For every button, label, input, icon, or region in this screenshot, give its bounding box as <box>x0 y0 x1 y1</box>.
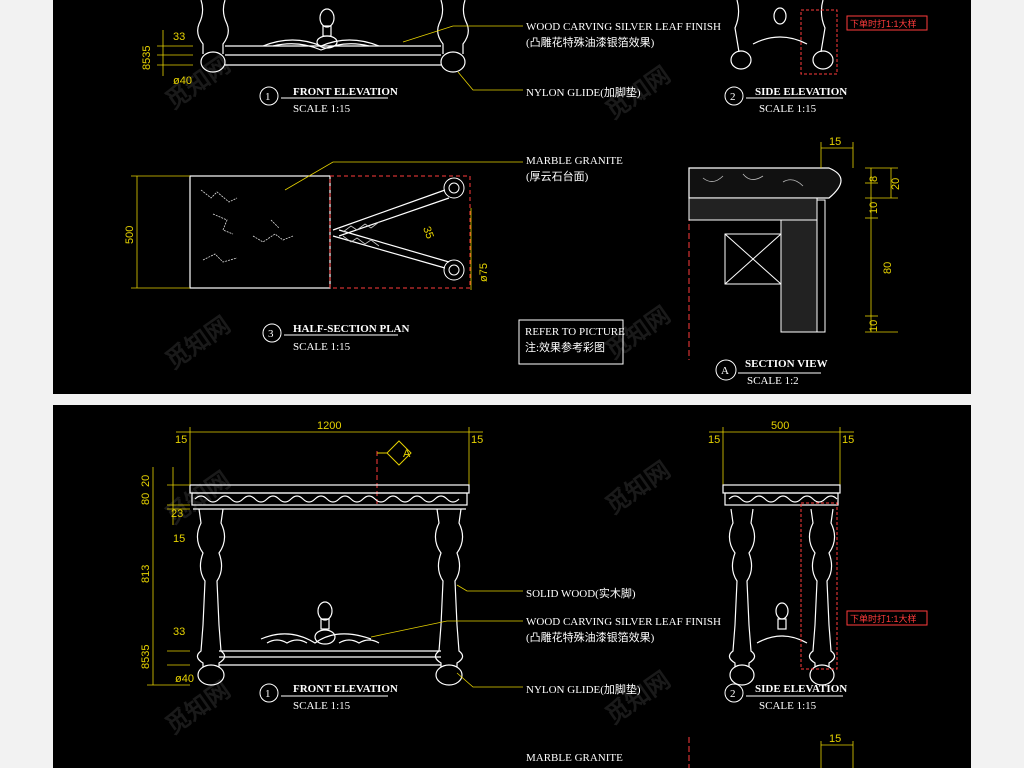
red-note-box-b <box>846 610 928 626</box>
dim-15-h: 15 <box>173 533 185 545</box>
dim-813: 813 <box>140 565 152 583</box>
front-height-dims <box>147 467 190 686</box>
dim-75: ø75 <box>478 263 490 282</box>
red-note-b: 下单时打1:1大样 <box>850 613 917 624</box>
label-carving-cn-b: (凸雕花特殊油漆银箔效果) <box>526 630 655 644</box>
section-dims-b <box>820 741 854 768</box>
label-marble-en: MARBLE GRANITE <box>526 155 623 167</box>
dim-sec-10b: 10 <box>868 320 880 332</box>
section-dims <box>820 142 898 333</box>
label-carving-en-b: WOOD CARVING SILVER LEAF FINISH <box>526 616 721 628</box>
dim-sec-15: 15 <box>829 136 841 148</box>
watermark: 觅知网 <box>600 456 675 520</box>
label-solid-wood: SOLID WOOD(实木脚) <box>526 586 636 600</box>
refer-box <box>518 319 624 365</box>
front-dims-top <box>157 30 193 76</box>
view-title-side-text-b: SIDE ELEVATION <box>755 683 847 695</box>
view-title-side <box>724 86 843 106</box>
dim-sec-20: 20 <box>890 178 902 190</box>
drawing-sheet-top: 觅知网 觅知网 觅知网 觅知网 33 8535 ø40 WOOD CARVING… <box>53 0 971 394</box>
section-view <box>688 167 842 360</box>
dim-sec-8: 8 <box>868 176 880 182</box>
leaders-top <box>402 25 523 91</box>
view-scale-front: SCALE 1:15 <box>293 103 351 115</box>
front-width-dims <box>176 427 483 485</box>
view-title-side-b <box>724 683 843 703</box>
detail-box-b <box>800 502 838 670</box>
dim-20: 20 <box>140 475 152 487</box>
view-number-2: 2 <box>730 91 736 103</box>
front-elevation-bottom <box>189 484 470 686</box>
red-note: 下单时打1:1大样 <box>850 18 917 29</box>
view-number-1-b: 1 <box>265 688 271 700</box>
dim-35: 35 <box>420 225 435 241</box>
label-nylon: NYLON GLIDE(加脚垫) <box>526 85 641 99</box>
refer-en: REFER TO PICTURE <box>525 326 625 338</box>
dim-33-b: 33 <box>173 626 185 638</box>
dim-sec-10a: 10 <box>868 202 880 214</box>
red-note-box <box>846 15 928 31</box>
section-marker-a <box>376 440 412 505</box>
view-title-front-b <box>259 683 388 703</box>
view-title-section-text: SECTION VIEW <box>745 358 828 370</box>
label-marble-en-b: MARBLE GRANITE <box>526 752 623 764</box>
dim-sec-15-b: 15 <box>829 733 841 745</box>
view-scale-section: SCALE 1:2 <box>747 375 799 387</box>
watermark: 觅知网 <box>160 51 235 115</box>
view-number-1: 1 <box>265 91 271 103</box>
dim-500: 500 <box>124 226 136 244</box>
view-scale-plan: SCALE 1:15 <box>293 341 351 353</box>
view-number-3: 3 <box>268 328 274 340</box>
view-title-side-text: SIDE ELEVATION <box>755 86 847 98</box>
label-nylon-b: NYLON GLIDE(加脚垫) <box>526 682 641 696</box>
dim-8535-b: 8535 <box>140 645 152 669</box>
section-marker-label: A <box>403 448 411 460</box>
dim-33: 33 <box>173 31 185 43</box>
refer-cn: 注:效果参考彩图 <box>525 340 605 354</box>
label-marble-cn: (厚云石台面) <box>526 169 589 183</box>
view-number-2-b: 2 <box>730 688 736 700</box>
view-number-a: A <box>721 365 729 377</box>
view-title-section <box>715 359 821 381</box>
drawing-sheet-bottom: 觅知网 觅知网 觅知网 觅知网 1200 15 15 A <box>53 405 971 768</box>
watermark: 觅知网 <box>160 311 235 375</box>
view-scale-front-b: SCALE 1:15 <box>293 700 351 712</box>
view-scale-side-b: SCALE 1:15 <box>759 700 817 712</box>
watermark: 觅知网 <box>160 466 235 530</box>
view-title-front-text-b: FRONT ELEVATION <box>293 683 398 695</box>
dim-side-15-left: 15 <box>708 434 720 446</box>
dim-sec-80: 80 <box>882 262 894 274</box>
dim-23: 23 <box>171 508 183 520</box>
front-elevation-top <box>197 0 469 73</box>
half-section-plan <box>189 175 471 289</box>
dim-80: 80 <box>140 493 152 505</box>
view-title-front-text: FRONT ELEVATION <box>293 86 398 98</box>
leaders-bottom <box>370 584 523 688</box>
watermark: 觅知网 <box>600 666 675 730</box>
side-elevation-top <box>730 0 834 70</box>
dim-15-right: 15 <box>471 434 483 446</box>
dim-side-15-right: 15 <box>842 434 854 446</box>
view-title-plan <box>262 323 398 343</box>
dim-15-left: 15 <box>175 434 187 446</box>
dim-40-b: ø40 <box>175 673 194 685</box>
label-carving-en: WOOD CARVING SILVER LEAF FINISH <box>526 21 721 33</box>
dim-1200: 1200 <box>317 420 341 432</box>
plan-dims <box>131 161 523 290</box>
view-title-front <box>259 86 388 106</box>
dim-40: ø40 <box>173 75 192 87</box>
view-title-plan-text: HALF-SECTION PLAN <box>293 323 409 335</box>
side-elevation-bottom <box>722 484 841 686</box>
cad-drawing-top: 觅知网 觅知网 觅知网 觅知网 33 8535 ø40 WOOD CARVING… <box>124 0 928 387</box>
dim-side-500: 500 <box>771 420 789 432</box>
detail-box <box>800 9 838 75</box>
label-carving-cn: (凸雕花特殊油漆银箔效果) <box>526 35 655 49</box>
side-width-dims <box>709 427 854 485</box>
dim-8535: 8535 <box>141 46 153 70</box>
view-scale-side: SCALE 1:15 <box>759 103 817 115</box>
cad-drawing-bottom: 觅知网 觅知网 觅知网 觅知网 1200 15 15 A <box>140 420 928 768</box>
